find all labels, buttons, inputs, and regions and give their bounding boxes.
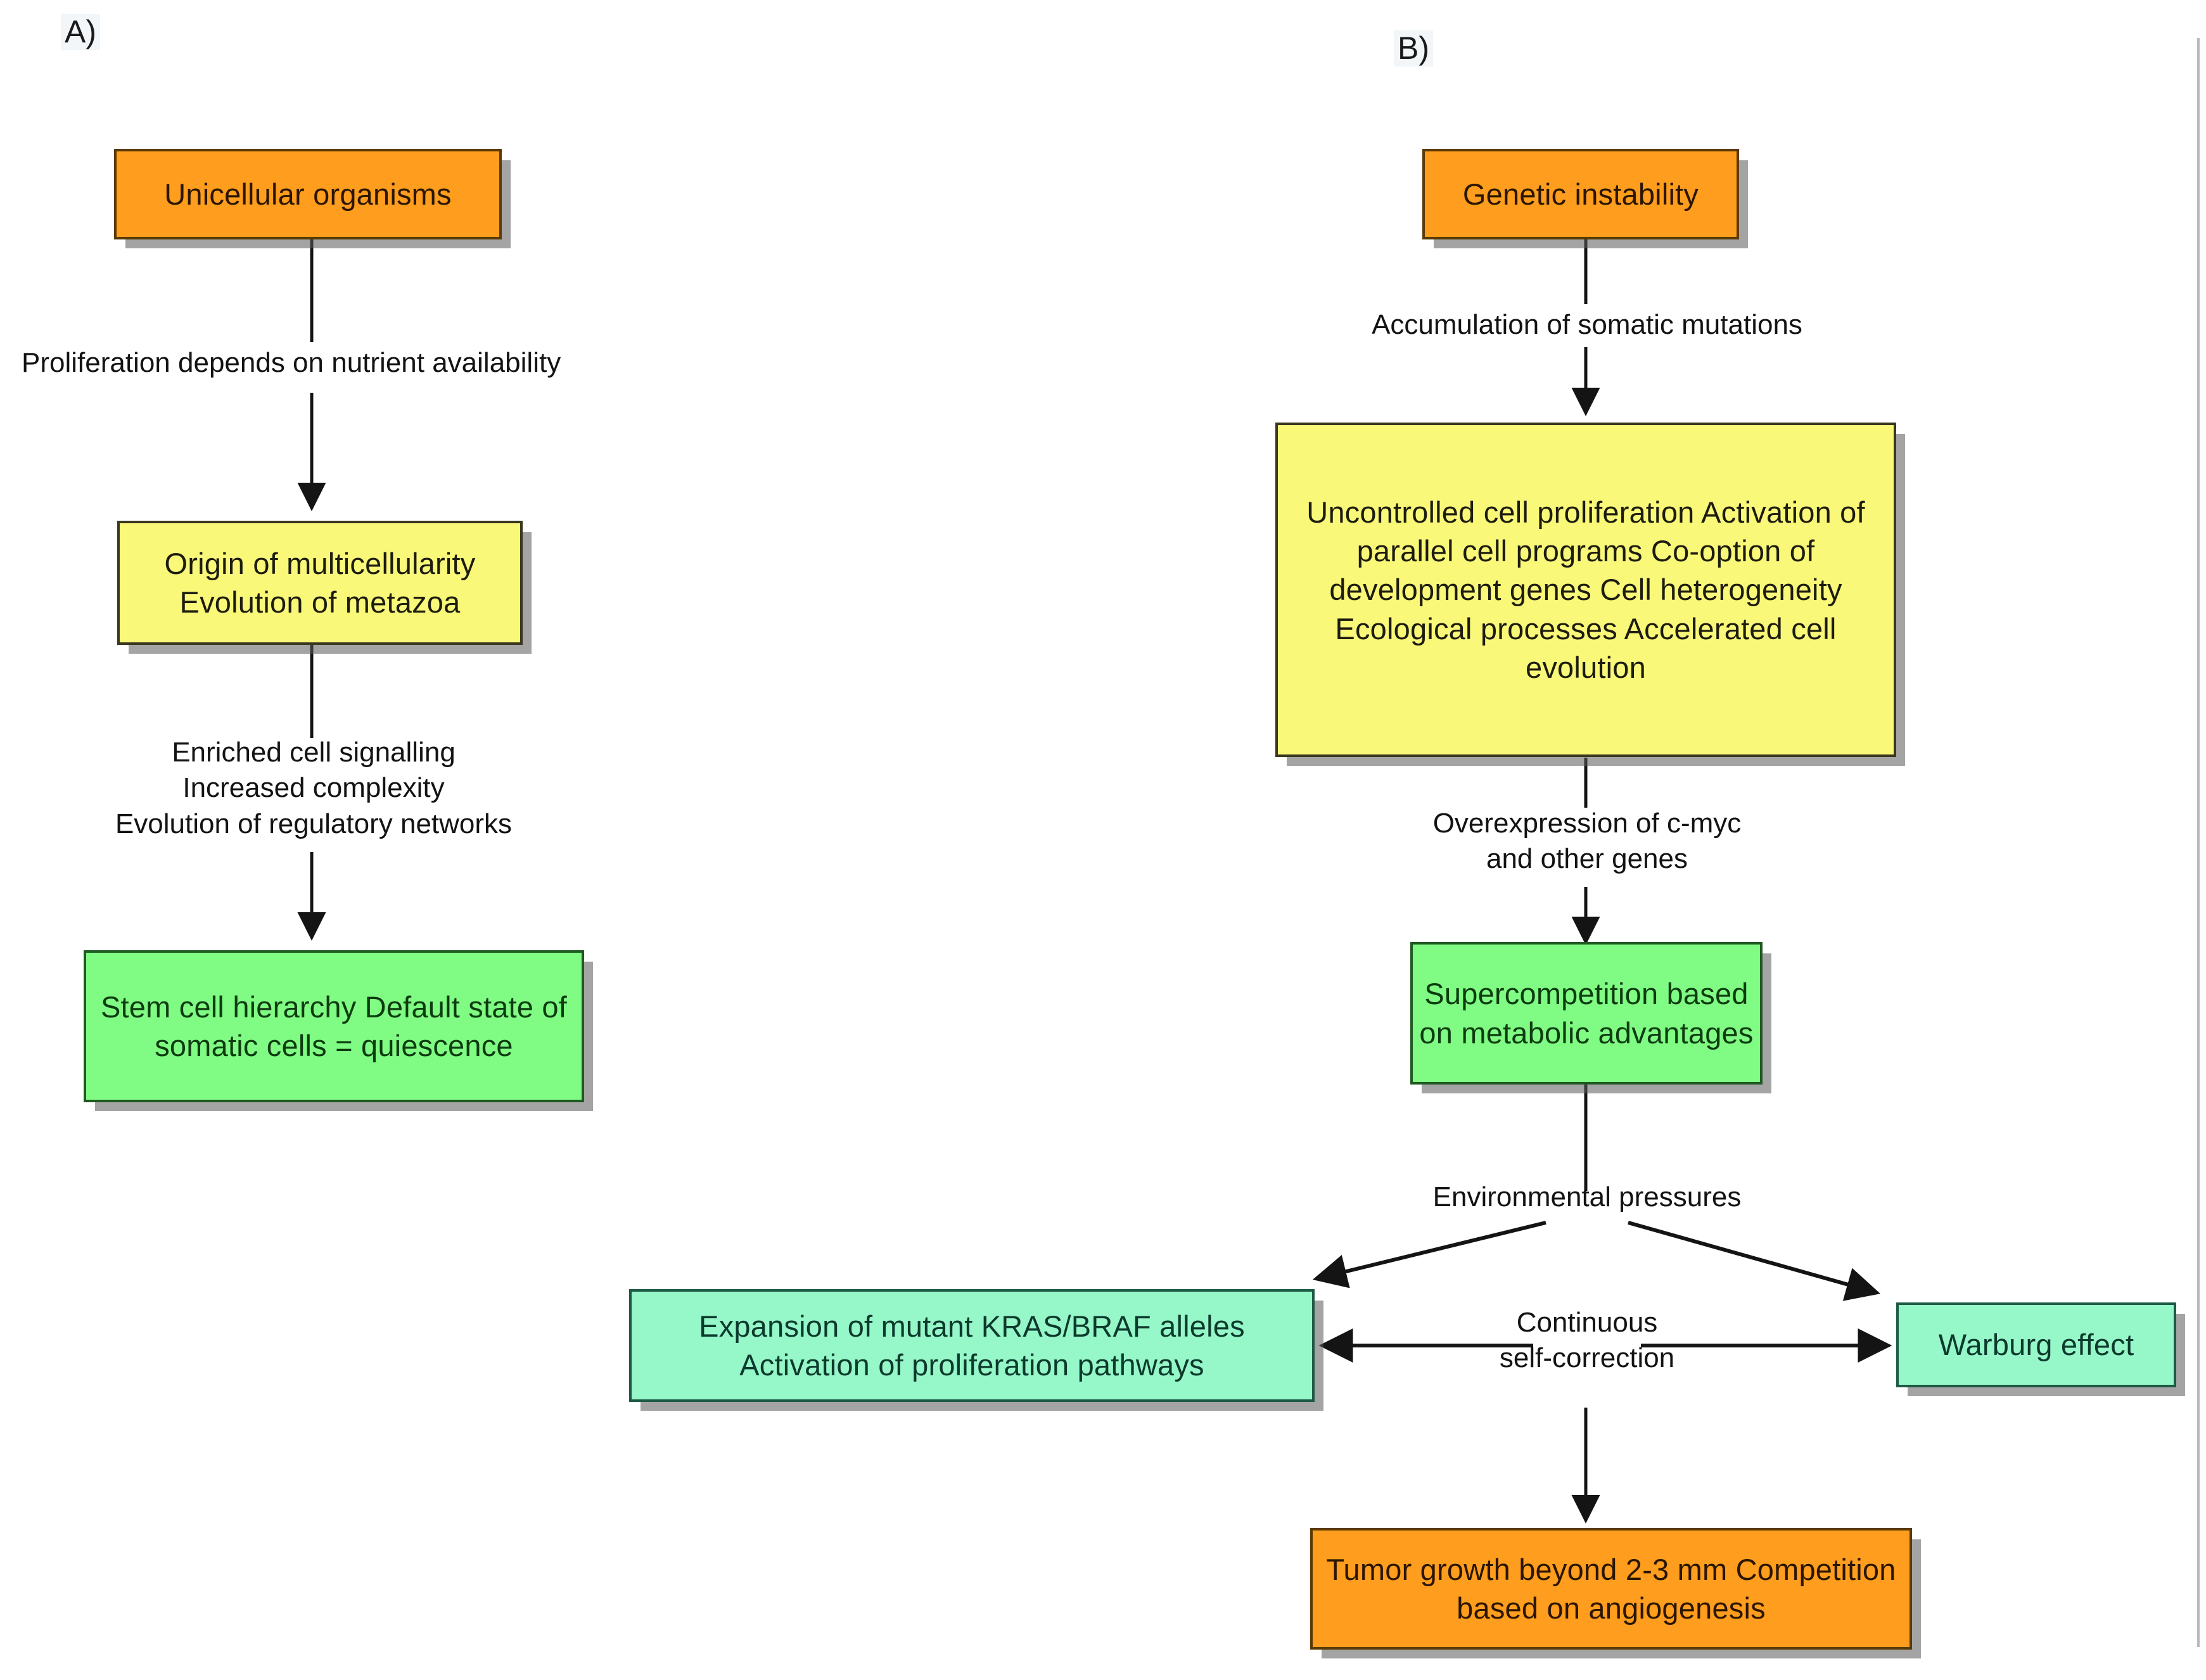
node-label: Origin of multicellularity Evolution of …	[164, 546, 476, 619]
node-label: Uncontrolled cell proliferation Activati…	[1306, 495, 1865, 684]
panel-label-a: A)	[61, 14, 100, 50]
node-label: Unicellular organisms	[164, 177, 452, 211]
node-tumor-growth: Tumor growth beyond 2-3 mm Competition b…	[1310, 1528, 1912, 1650]
node-label: Stem cell hierarchy Default state of som…	[100, 990, 568, 1062]
node-label: Supercompetition based on metabolic adva…	[1419, 977, 1754, 1050]
node-label: Warburg effect	[1938, 1328, 2134, 1362]
panel-label-b: B)	[1394, 30, 1433, 67]
node-warburg-effect: Warburg effect	[1896, 1302, 2176, 1387]
edge-label-cmyc-overexpression: Overexpression of c-myc and other genes	[1432, 808, 1742, 875]
node-label: Genetic instability	[1462, 177, 1699, 211]
node-label: Expansion of mutant KRAS/BRAF alleles Ac…	[699, 1309, 1245, 1382]
node-supercompetition: Supercompetition based on metabolic adva…	[1410, 942, 1763, 1085]
node-genetic-instability: Genetic instability	[1422, 149, 1739, 239]
node-stem-cell-hierarchy: Stem cell hierarchy Default state of som…	[84, 950, 584, 1102]
node-unicellular-organisms: Unicellular organisms	[114, 149, 502, 239]
arrow-branch-to-kras	[1312, 1221, 1546, 1289]
edge-label-continuous-self-correction: Continuous self-correction	[1499, 1307, 1675, 1374]
node-hallmarks: Uncontrolled cell proliferation Activati…	[1275, 423, 1896, 757]
arrow-branch-to-warburg	[1628, 1221, 1881, 1301]
edge-label-nutrient-availability: Proliferation depends on nutrient availa…	[22, 347, 561, 378]
edge-label-environmental-pressures: Environmental pressures	[1432, 1181, 1742, 1212]
edge-label-enriched-signalling: Enriched cell signalling Increased compl…	[115, 737, 513, 839]
node-label: Tumor growth beyond 2-3 mm Competition b…	[1326, 1552, 1896, 1625]
node-kras-braf-expansion: Expansion of mutant KRAS/BRAF alleles Ac…	[629, 1289, 1315, 1402]
node-origin-of-multicellularity: Origin of multicellularity Evolution of …	[117, 521, 523, 645]
edge-label-somatic-mutations: Accumulation of somatic mutations	[1372, 309, 1802, 340]
page-edge-rule	[2197, 38, 2200, 1647]
